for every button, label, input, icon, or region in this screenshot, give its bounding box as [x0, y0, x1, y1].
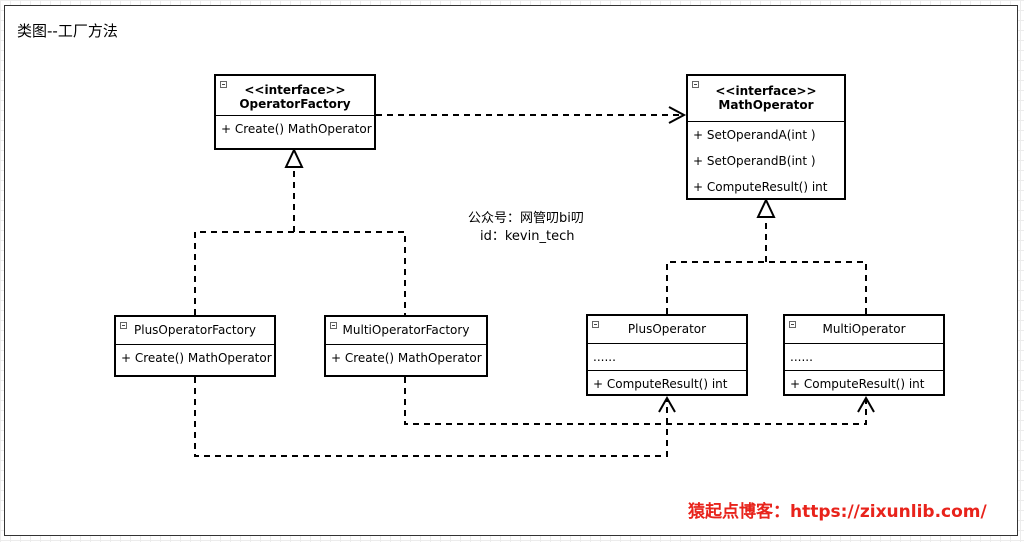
- collapse-icon[interactable]: [120, 322, 127, 329]
- class-method: + Create() MathOperator: [331, 351, 482, 365]
- realization-arrowhead-factory: [284, 147, 304, 168]
- class-name: OperatorFactory: [239, 97, 351, 111]
- class-method: + Create() MathOperator: [221, 122, 372, 136]
- collapse-icon[interactable]: [692, 81, 699, 88]
- class-method: + SetOperandB(int ): [693, 154, 816, 168]
- dependency-arrowhead-operator: [668, 106, 687, 124]
- collapse-icon[interactable]: [592, 321, 599, 328]
- realization-arrowhead-operator: [756, 197, 776, 218]
- dependency-arrowhead-plus: [658, 395, 676, 413]
- dependency-arrowhead-multi: [857, 395, 875, 413]
- class-name: PlusOperatorFactory: [134, 323, 256, 337]
- class-method: + ComputeResult() int: [593, 377, 728, 391]
- class-plus-operator[interactable]: PlusOperator ...... + ComputeResult() in…: [586, 314, 748, 396]
- site-watermark: 猿起点博客：https://zixunlib.com/: [688, 502, 987, 522]
- class-method: + ComputeResult() int: [790, 377, 925, 391]
- class-stereotype: <<interface>>: [244, 83, 346, 97]
- class-name: PlusOperator: [627, 322, 707, 336]
- class-name: MathOperator: [718, 98, 814, 112]
- collapse-icon[interactable]: [330, 322, 337, 329]
- class-operator-factory[interactable]: <<interface>> OperatorFactory + Create()…: [214, 74, 376, 150]
- collapse-icon[interactable]: [220, 81, 227, 88]
- class-multi-operator[interactable]: MultiOperator ...... + ComputeResult() i…: [783, 314, 945, 396]
- collapse-icon[interactable]: [789, 321, 796, 328]
- class-method: + SetOperandA(int ): [693, 128, 816, 142]
- watermark-line: id：kevin_tech: [480, 229, 575, 244]
- class-name: MultiOperatorFactory: [342, 323, 470, 337]
- class-method: + Create() MathOperator: [121, 351, 272, 365]
- class-name: MultiOperator: [822, 322, 906, 336]
- class-stereotype: <<interface>>: [715, 84, 817, 98]
- class-plus-operator-factory[interactable]: PlusOperatorFactory + Create() MathOpera…: [114, 315, 276, 377]
- class-field: ......: [790, 350, 813, 364]
- dependency-multi-factory-to-multi-operator: [404, 377, 867, 425]
- realization-factories: [194, 168, 406, 315]
- class-method: + ComputeResult() int: [693, 180, 828, 194]
- realization-operators: [666, 218, 867, 314]
- diagram-title: 类图--工厂方法: [17, 22, 118, 40]
- class-math-operator[interactable]: <<interface>> MathOperator + SetOperandA…: [686, 74, 846, 200]
- class-field: ......: [593, 350, 616, 364]
- watermark-line: 公众号：网管叨bi叨: [468, 211, 584, 226]
- class-multi-operator-factory[interactable]: MultiOperatorFactory + Create() MathOper…: [324, 315, 488, 377]
- watermark-text: 公众号：网管叨bi叨 id：kevin_tech: [468, 210, 584, 246]
- diagram-frame: 类图--工厂方法: [4, 5, 1018, 536]
